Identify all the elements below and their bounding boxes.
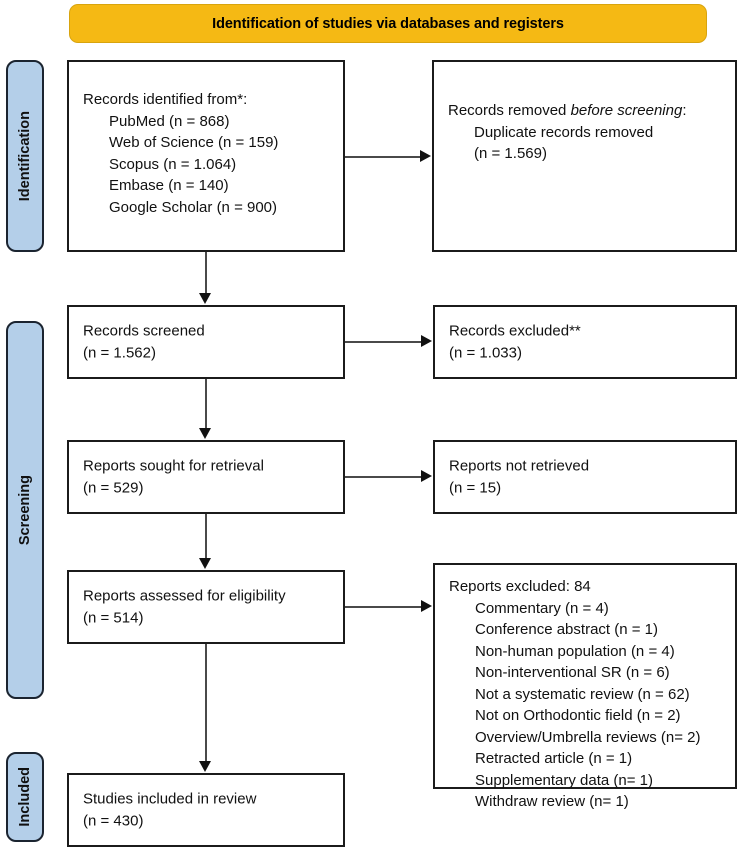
box-reports-not-retrieved: Reports not retrieved (n = 15) bbox=[433, 440, 737, 514]
arrow-head-down-icon bbox=[199, 428, 211, 439]
studies-included-line1: Studies included in review bbox=[83, 790, 257, 808]
banner-title: Identification of studies via databases … bbox=[212, 15, 564, 32]
records-removed-heading: Records removed before screening: bbox=[448, 100, 721, 122]
phase-bar-identification: Identification bbox=[6, 60, 44, 252]
reports-not-retrieved-line2: (n = 15) bbox=[449, 479, 502, 496]
arrow-head-down-icon bbox=[199, 558, 211, 569]
reports-excluded-item: Withdraw review (n= 1) bbox=[475, 793, 629, 810]
records-identified-heading: Records identified from*: bbox=[83, 91, 248, 108]
arrow-head-down-icon bbox=[199, 293, 211, 304]
connector-line-sought-to-assessed bbox=[205, 514, 207, 559]
connector-line-assessed-to-included bbox=[205, 644, 207, 762]
reports-sought-line2: (n = 529) bbox=[83, 479, 144, 496]
reports-excluded-heading: Reports excluded: 84 bbox=[449, 578, 591, 595]
connector-line-identified-to-removed bbox=[345, 156, 421, 158]
reports-excluded-item: Retracted article (n = 1) bbox=[475, 750, 633, 767]
phase-label-screening: Screening bbox=[17, 474, 33, 546]
records-screened-line1: Records screened bbox=[83, 322, 205, 340]
box-records-screened: Records screened (n = 1.562) bbox=[67, 305, 345, 379]
box-records-identified: Records identified from*: PubMed (n = 86… bbox=[67, 60, 345, 252]
records-excluded-line2: (n = 1.033) bbox=[449, 344, 522, 361]
banner-identification-via-databases: Identification of studies via databases … bbox=[69, 4, 707, 43]
studies-included-line2: (n = 430) bbox=[83, 812, 144, 829]
records-identified-item: PubMed (n = 868) bbox=[109, 112, 230, 130]
reports-excluded-item: Overview/Umbrella reviews (n= 2) bbox=[475, 728, 701, 746]
reports-excluded-item: Not a systematic review (n = 62) bbox=[475, 685, 690, 703]
arrow-head-right-icon bbox=[421, 600, 432, 612]
records-identified-item: Scopus (n = 1.064) bbox=[109, 155, 237, 173]
connector-line-screened-to-excluded bbox=[345, 341, 422, 343]
records-removed-item: (n = 1.569) bbox=[474, 145, 547, 162]
reports-not-retrieved-line1: Reports not retrieved bbox=[449, 457, 590, 475]
reports-excluded-item: Not on Orthodontic field (n = 2) bbox=[475, 707, 681, 724]
arrow-head-down-icon bbox=[199, 761, 211, 772]
box-reports-assessed-for-eligibility: Reports assessed for eligibility (n = 51… bbox=[67, 570, 345, 644]
records-removed-heading-post: : bbox=[682, 102, 687, 119]
records-screened-line2: (n = 1.562) bbox=[83, 344, 156, 361]
arrow-head-right-icon bbox=[421, 470, 432, 482]
arrow-head-right-icon bbox=[421, 335, 432, 347]
reports-excluded-item: Supplementary data (n= 1) bbox=[475, 771, 654, 789]
reports-assessed-line1: Reports assessed for eligibility bbox=[83, 587, 286, 605]
phase-label-identification: Identification bbox=[17, 110, 33, 202]
connector-line-screened-to-sought bbox=[205, 379, 207, 429]
reports-excluded-item: Non-human population (n = 4) bbox=[475, 642, 675, 660]
records-excluded-line1: Records excluded** bbox=[449, 322, 581, 340]
connector-line-identified-to-screened bbox=[205, 252, 207, 294]
records-removed-heading-italic: before screening bbox=[570, 102, 683, 119]
box-records-removed-before-screening: Records removed before screening: Duplic… bbox=[432, 60, 737, 252]
connector-line-assessed-to-excluded bbox=[345, 606, 422, 608]
records-removed-item: Duplicate records removed bbox=[474, 123, 654, 141]
arrow-head-right-icon bbox=[420, 150, 431, 162]
records-identified-item: Google Scholar (n = 900) bbox=[109, 198, 278, 216]
box-studies-included-in-review: Studies included in review (n = 430) bbox=[67, 773, 345, 847]
box-records-excluded: Records excluded** (n = 1.033) bbox=[433, 305, 737, 379]
phase-bar-included: Included bbox=[6, 752, 44, 842]
records-identified-item: Web of Science (n = 159) bbox=[109, 134, 279, 151]
phase-bar-screening: Screening bbox=[6, 321, 44, 699]
box-reports-excluded-reasons: Reports excluded: 84 Commentary (n = 4) … bbox=[433, 563, 737, 810]
reports-excluded-item: Commentary (n = 4) bbox=[475, 599, 609, 617]
connector-line-sought-to-not-retrieved bbox=[345, 476, 422, 478]
reports-assessed-line2: (n = 514) bbox=[83, 609, 144, 626]
reports-excluded-item: Non-interventional SR (n = 6) bbox=[475, 664, 670, 681]
reports-excluded-item: Conference abstract (n = 1) bbox=[475, 621, 659, 638]
records-identified-item: Embase (n = 140) bbox=[109, 177, 229, 194]
reports-sought-line1: Reports sought for retrieval bbox=[83, 457, 264, 475]
box-reports-sought-for-retrieval: Reports sought for retrieval (n = 529) bbox=[67, 440, 345, 514]
records-removed-heading-pre: Records removed bbox=[448, 102, 571, 119]
phase-label-included: Included bbox=[17, 767, 33, 827]
